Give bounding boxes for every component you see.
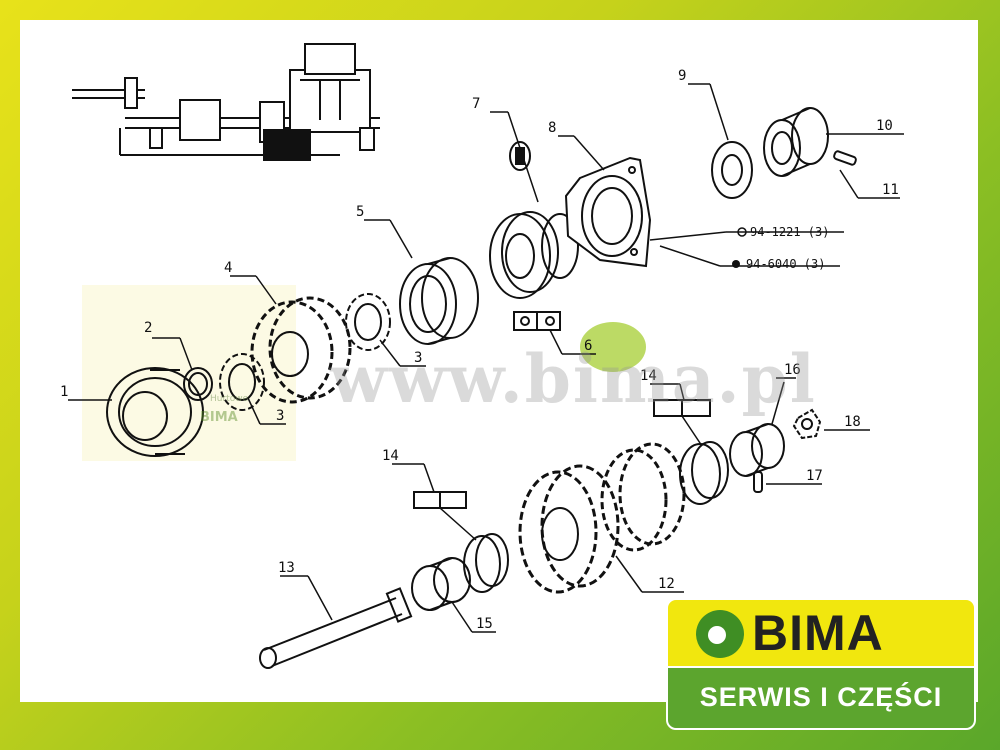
callout-2: 2 xyxy=(144,320,152,336)
part-12-double-gear xyxy=(518,442,686,594)
callout-17: 18 xyxy=(844,414,861,430)
part-4-gear xyxy=(250,296,352,404)
watermark-site: www.bima.pl xyxy=(330,340,817,418)
part-1-bearing xyxy=(106,367,204,457)
callout-18: 17 xyxy=(806,468,823,484)
callout-14b: 14 xyxy=(640,368,657,384)
nut-ref-text: 94-6040 (3) xyxy=(746,257,825,271)
callout-16: 16 xyxy=(784,362,801,378)
main-bearing xyxy=(489,211,559,299)
part-3-washer-b xyxy=(345,293,391,351)
watermark-badge-name: BIMA xyxy=(200,410,238,425)
callout-9: 9 xyxy=(678,68,686,84)
part-16-spacer xyxy=(729,423,785,477)
bima-logo: BIMA SERWIS I CZĘŚCI xyxy=(666,598,976,730)
logo-tagline: SERWIS I CZĘŚCI xyxy=(699,682,943,712)
bolt-ref-text: 94-1221 (3) xyxy=(750,225,829,239)
bearing-right xyxy=(679,441,729,505)
callout-10: 10 xyxy=(876,118,893,134)
nut-reference: 94-6040 (3) xyxy=(732,257,825,271)
callout-8: 8 xyxy=(548,120,556,136)
part-15-spacer xyxy=(411,557,471,611)
part-5-sleeve xyxy=(399,257,479,345)
callout-3a: 3 xyxy=(276,408,284,424)
callout-1: 1 xyxy=(60,384,68,400)
callout-4: 4 xyxy=(224,260,232,276)
callout-12: 12 xyxy=(658,576,675,592)
part-3-washer-a xyxy=(219,353,265,411)
callout-3b: 3 xyxy=(414,350,422,366)
exploded-parts-diagram: 1 2 3 3 4 5 6 7 8 9 10 11 12 13 14 14 15… xyxy=(60,43,904,669)
part-8-flange xyxy=(564,156,652,268)
callout-11: 11 xyxy=(882,182,899,198)
assembly-overview xyxy=(72,43,380,161)
part-7-oring xyxy=(541,213,579,279)
part-17-pin xyxy=(753,471,763,493)
callout-7: 7 xyxy=(472,96,480,112)
part-11-pin xyxy=(833,150,857,166)
callout-14a: 14 xyxy=(382,448,399,464)
part-9-seal xyxy=(711,141,753,199)
part-10-sleeve xyxy=(763,107,829,177)
part-2-ring xyxy=(183,367,213,401)
part-6-key xyxy=(513,311,561,331)
callout-13: 13 xyxy=(278,560,295,576)
logo-ball-highlight xyxy=(708,626,726,644)
part-13-shaft xyxy=(259,587,413,669)
logo-name: BIMA xyxy=(752,605,884,661)
highlight-dot xyxy=(580,322,646,372)
watermark-badge-sub: Hurtowe xyxy=(210,394,249,404)
callout-5: 5 xyxy=(356,204,364,220)
callout-6: 6 xyxy=(584,338,592,354)
callout-15: 15 xyxy=(476,616,493,632)
logo-bottom-panel: SERWIS I CZĘŚCI xyxy=(666,666,976,730)
bolt-reference: 94-1221 (3) xyxy=(737,225,829,239)
part-14-key-a xyxy=(413,491,467,509)
logo-top-panel: BIMA xyxy=(666,598,976,668)
diagram-sheet: 1 2 3 3 4 5 6 7 8 9 10 11 12 13 14 14 15… xyxy=(20,20,978,702)
leader-lines xyxy=(68,83,904,633)
part-18-nut xyxy=(792,408,822,440)
